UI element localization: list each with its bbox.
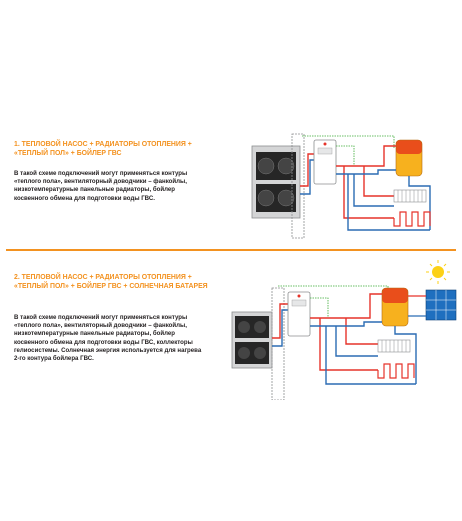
hydro-module-icon — [313, 139, 337, 185]
sun-icon — [426, 260, 450, 284]
section-1-title-line-2: «ТЕПЛЫЙ ПОЛ» + БОЙЛЕР ГВС — [14, 150, 122, 157]
section-2-line: «теплого пола», вентиляторный доводчики … — [14, 322, 187, 330]
section-1-description: В такой схеме подключений могут применят… — [14, 170, 219, 203]
scheme-2-diagram — [231, 260, 457, 400]
heat-pump-outdoor-unit-icon — [231, 287, 285, 400]
section-2-title-line-2: «ТЕПЛЫЙ ПОЛ» + БОЙЛЕР ГВС + СОЛНЕЧНАЯ БА… — [14, 283, 208, 290]
section-2-title-line-1: 2. ТЕПЛОВОЙ НАСОС + РАДИАТОРЫ ОТОПЛЕНИЯ … — [14, 274, 192, 281]
section-divider — [6, 249, 456, 251]
section-2-description: В такой схеме подключений могут применят… — [14, 314, 219, 363]
hydro-module-icon — [287, 291, 311, 337]
section-2-line: низкотемпературные панельные радиаторы, … — [14, 330, 176, 338]
panel-radiator-icon — [377, 339, 411, 353]
section-1-line: низкотемпературные панельные радиаторы, … — [14, 186, 176, 194]
section-2-line: В такой схеме подключений могут применят… — [14, 314, 188, 321]
section-1-title-line-1: 1. ТЕПЛОВОЙ НАСОС + РАДИАТОРЫ ОТОПЛЕНИЯ … — [14, 141, 192, 148]
heat-pump-outdoor-unit-icon — [251, 133, 305, 239]
dhw-boiler-tank-icon — [381, 287, 409, 327]
section-2-line: 2-го контура бойлера ГВС. — [14, 355, 94, 363]
solar-collector-icon — [425, 289, 457, 321]
section-2-line: гелиосистемы. Солнечная энергия использу… — [14, 346, 202, 354]
section-2-line: косвенного обмена для подготовки воды ГВ… — [14, 338, 193, 346]
section-2-title: 2. ТЕПЛОВОЙ НАСОС + РАДИАТОРЫ ОТОПЛЕНИЯ … — [14, 273, 208, 291]
panel-radiator-icon — [393, 189, 427, 203]
scheme-1-diagram — [251, 133, 431, 239]
section-1-line: косвенного обмена для подготовки воды ГВ… — [14, 194, 155, 202]
section-1-line: «теплого пола», вентиляторный доводчики … — [14, 178, 187, 186]
section-1-title: 1. ТЕПЛОВОЙ НАСОС + РАДИАТОРЫ ОТОПЛЕНИЯ … — [14, 140, 192, 158]
underfloor-heating-coil-icon — [393, 211, 431, 227]
underfloor-heating-coil-icon — [377, 363, 415, 379]
dhw-boiler-tank-icon — [395, 139, 423, 177]
section-1-line: В такой схеме подключений могут применят… — [14, 170, 188, 177]
